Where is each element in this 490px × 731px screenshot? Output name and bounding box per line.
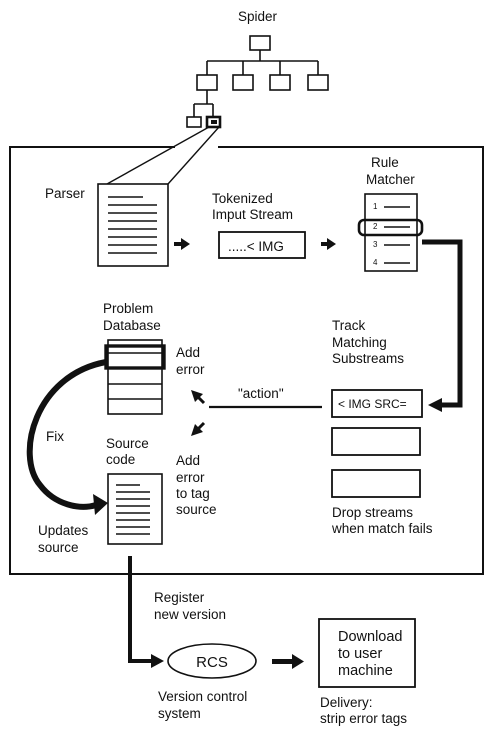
rcs-caption-line1: Version control bbox=[158, 689, 247, 704]
drop-streams-line1: Drop streams bbox=[332, 505, 413, 520]
delivery-line2: strip error tags bbox=[320, 711, 407, 726]
arrow-icon bbox=[93, 494, 108, 515]
download-line3: machine bbox=[338, 663, 393, 679]
fix-curve bbox=[26, 359, 107, 510]
problem-db-label-line1: Problem bbox=[103, 301, 153, 316]
arrow-icon bbox=[272, 654, 304, 669]
matched-rule-highlight bbox=[357, 218, 424, 237]
rule-number: 2 bbox=[373, 222, 378, 231]
parser-document-icon bbox=[97, 183, 169, 267]
arrow-icon bbox=[151, 654, 164, 668]
source-code-label-line2: code bbox=[106, 452, 135, 467]
register-line2: new version bbox=[154, 607, 226, 622]
rcs-caption-line2: system bbox=[158, 706, 201, 721]
spider-tree bbox=[186, 35, 329, 129]
token-stream-label-line1: Tokenized bbox=[212, 191, 273, 206]
arrow-icon bbox=[321, 238, 336, 250]
token-stream-content: .....< IMG bbox=[228, 239, 284, 254]
add-error-line2: error bbox=[176, 362, 205, 377]
register-connector bbox=[128, 556, 153, 663]
track-label-line2: Matching bbox=[332, 335, 387, 350]
download-line2: to user bbox=[338, 646, 382, 662]
drop-streams-line2: when match fails bbox=[331, 521, 433, 536]
rule-matcher-label-line2: Matcher bbox=[366, 172, 415, 187]
add-error-tag-line1: Add bbox=[176, 453, 200, 468]
delivery-line1: Delivery: bbox=[320, 695, 373, 710]
rule-number: 1 bbox=[373, 202, 378, 211]
system-boundary bbox=[9, 146, 484, 575]
rule-number: 3 bbox=[373, 240, 378, 249]
source-document-icon bbox=[107, 473, 163, 545]
add-error-tag-line2: error bbox=[176, 470, 205, 485]
spider-label: Spider bbox=[238, 9, 278, 24]
add-error-tag-line4: source bbox=[176, 502, 217, 517]
add-error-tag-line3: to tag bbox=[176, 486, 210, 501]
rule-number: 4 bbox=[373, 258, 378, 267]
problem-database-table bbox=[107, 339, 163, 415]
substream-box bbox=[331, 427, 421, 456]
rcs-node bbox=[167, 643, 257, 679]
problem-db-selected-row bbox=[104, 344, 166, 370]
spider-selected-node bbox=[211, 120, 217, 124]
token-stream-label-line2: Imput Stream bbox=[212, 207, 293, 222]
substream-box bbox=[331, 469, 421, 498]
arrow-icon bbox=[428, 398, 442, 412]
zoom-lines bbox=[106, 126, 220, 185]
token-stream-box bbox=[218, 231, 306, 259]
arrow-icon bbox=[191, 390, 206, 405]
substream-content: < IMG SRC= bbox=[338, 397, 407, 411]
rule-matcher-list: 1 2 3 4 bbox=[364, 193, 418, 272]
arrow-icon bbox=[174, 238, 190, 250]
arrow-icon bbox=[191, 421, 206, 436]
download-line1: Download bbox=[338, 629, 403, 645]
track-label-line3: Substreams bbox=[332, 351, 404, 366]
problem-db-label-line2: Database bbox=[103, 318, 161, 333]
download-box bbox=[318, 618, 416, 688]
substream-box-active bbox=[331, 389, 423, 418]
updates-source-line1: Updates bbox=[38, 523, 89, 538]
add-error-line1: Add bbox=[176, 345, 200, 360]
rule-matcher-label-line1: Rule bbox=[371, 155, 399, 170]
source-code-label-line1: Source bbox=[106, 436, 149, 451]
rcs-label: RCS bbox=[196, 654, 228, 671]
action-label: "action" bbox=[238, 386, 284, 401]
parser-label: Parser bbox=[45, 186, 85, 201]
register-line1: Register bbox=[154, 590, 205, 605]
matcher-to-track-connector bbox=[422, 239, 463, 408]
track-label-line1: Track bbox=[332, 318, 365, 333]
fix-label: Fix bbox=[46, 429, 64, 444]
updates-source-line2: source bbox=[38, 540, 79, 555]
